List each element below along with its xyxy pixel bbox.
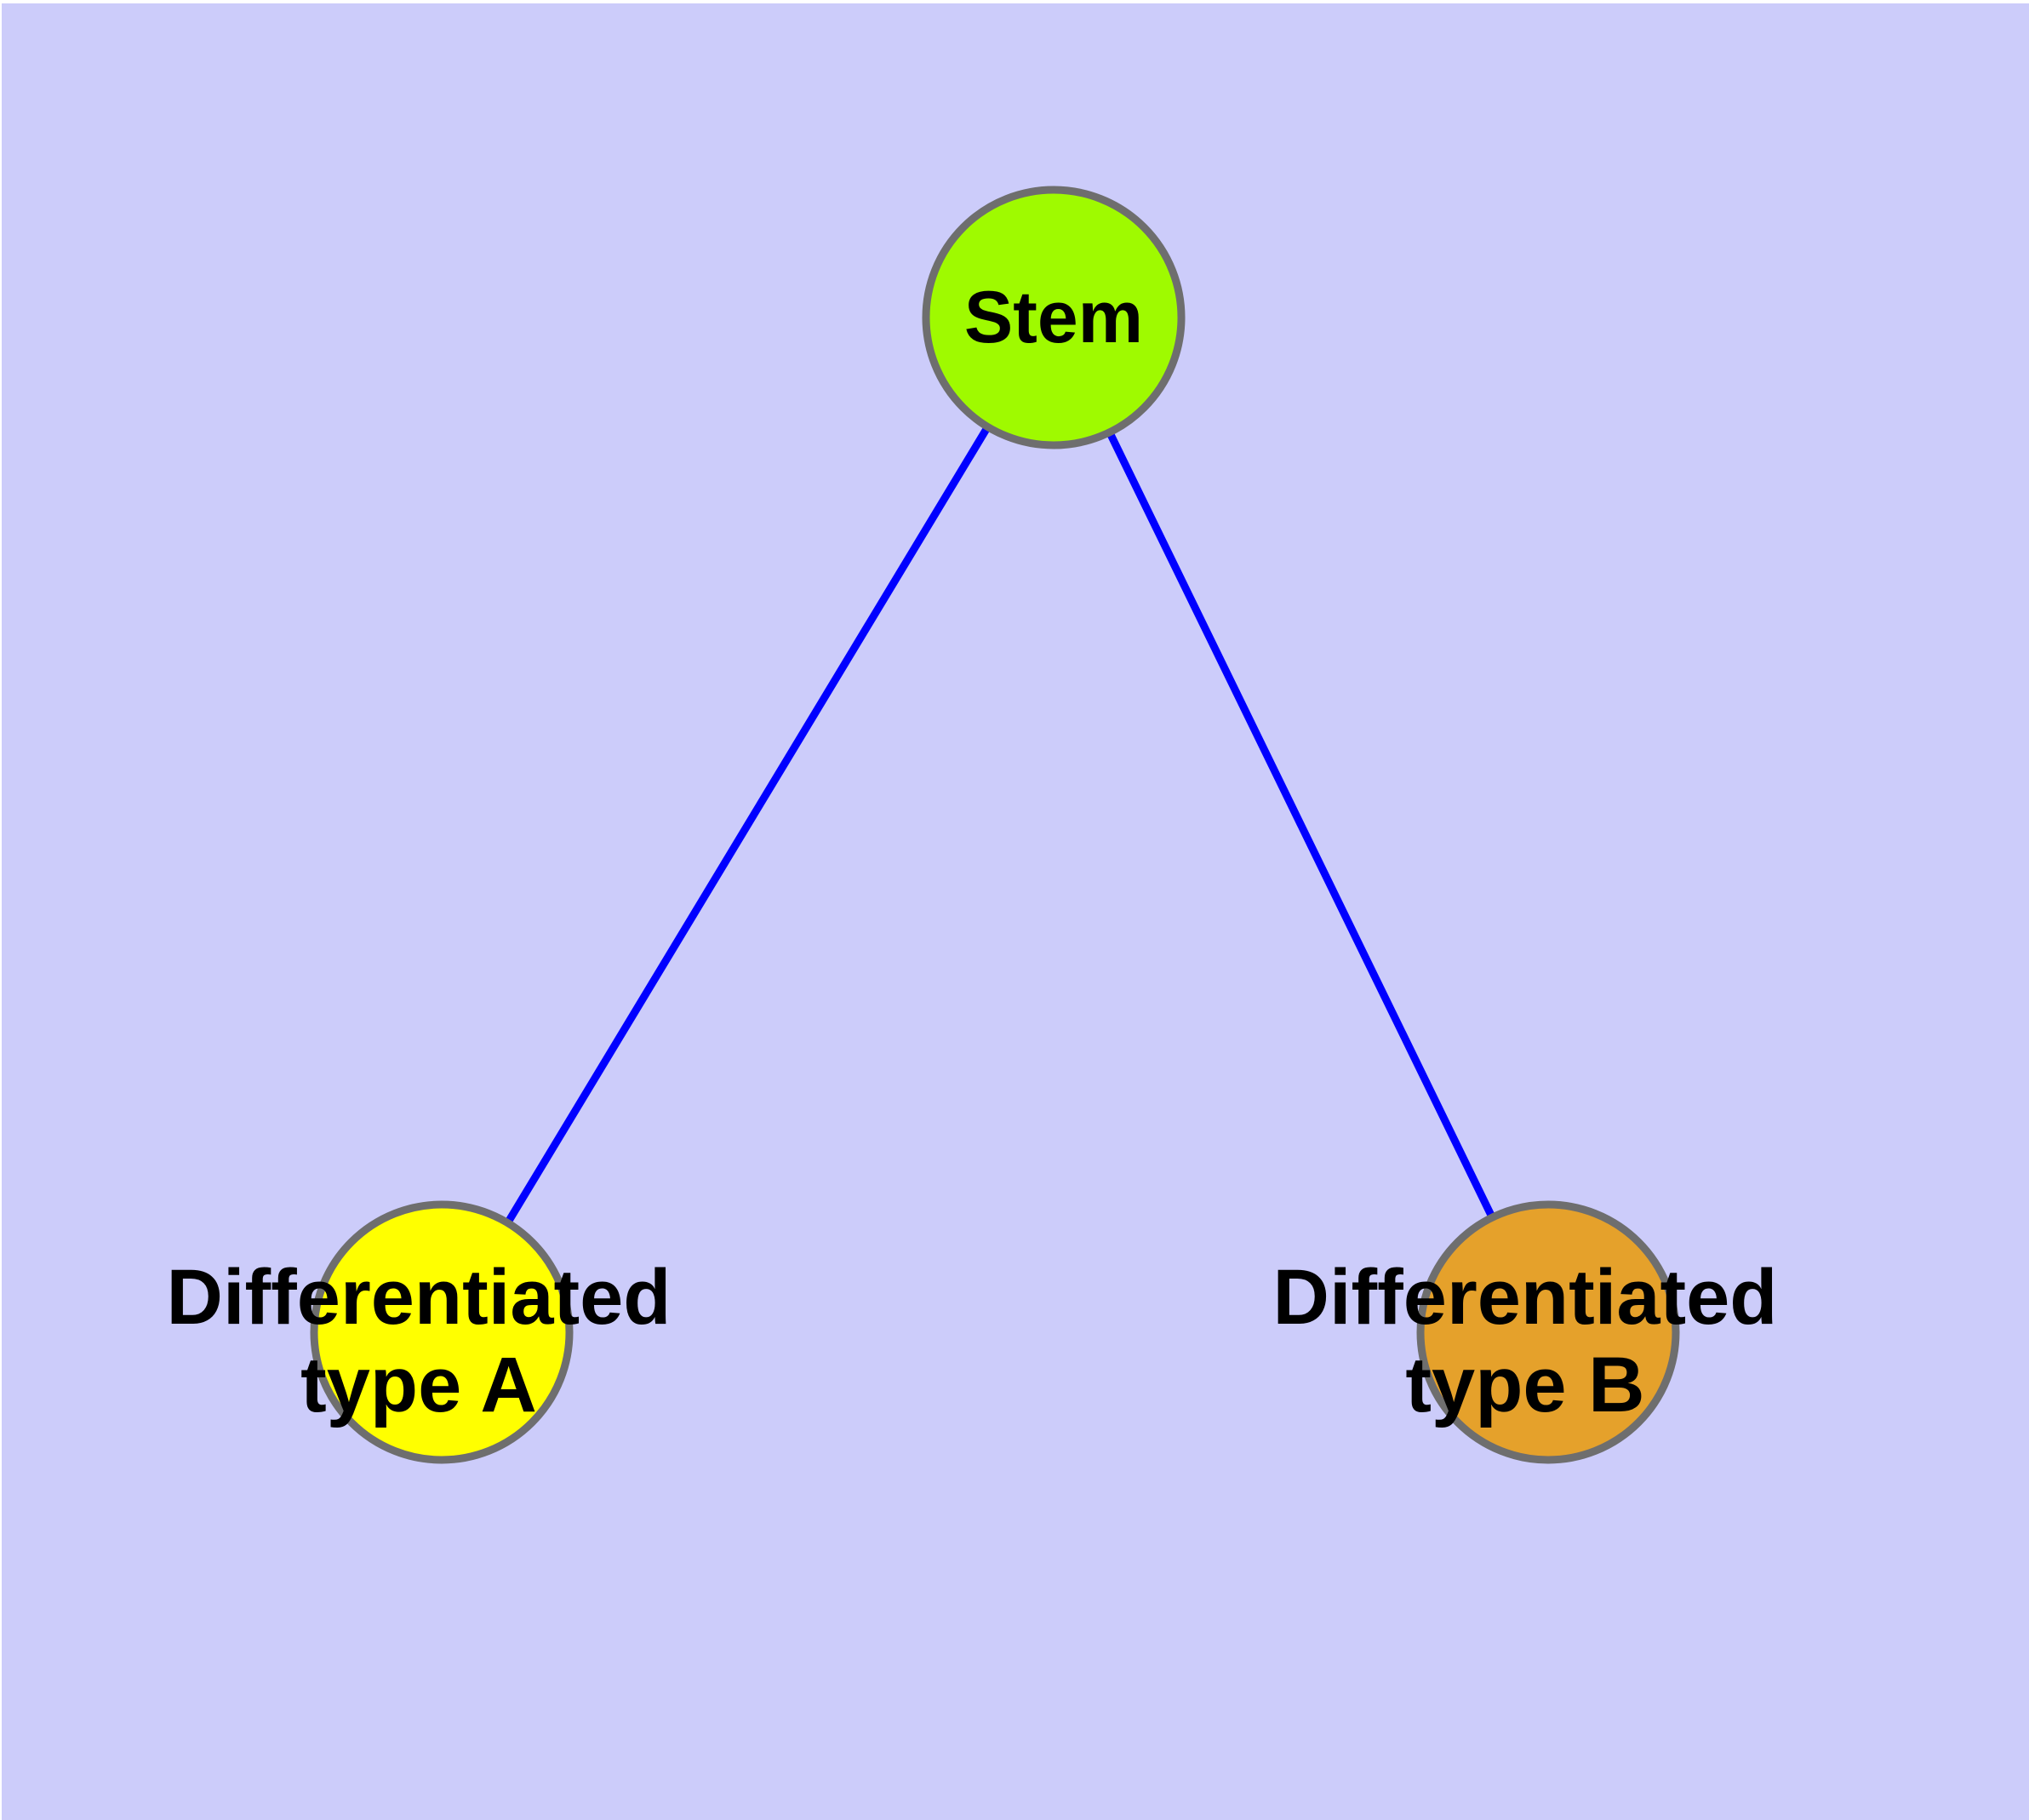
graph-edge-stem-diff_b[interactable] <box>1106 431 1495 1219</box>
edges-layer <box>505 425 1495 1225</box>
graph-node-diff_b[interactable] <box>1416 1200 1680 1464</box>
graph-edge-stem-diff_a[interactable] <box>505 425 991 1225</box>
graph-node-stem[interactable] <box>922 186 1186 449</box>
graph-node-diff_a[interactable] <box>310 1200 574 1464</box>
nodes-layer <box>310 186 1680 1464</box>
